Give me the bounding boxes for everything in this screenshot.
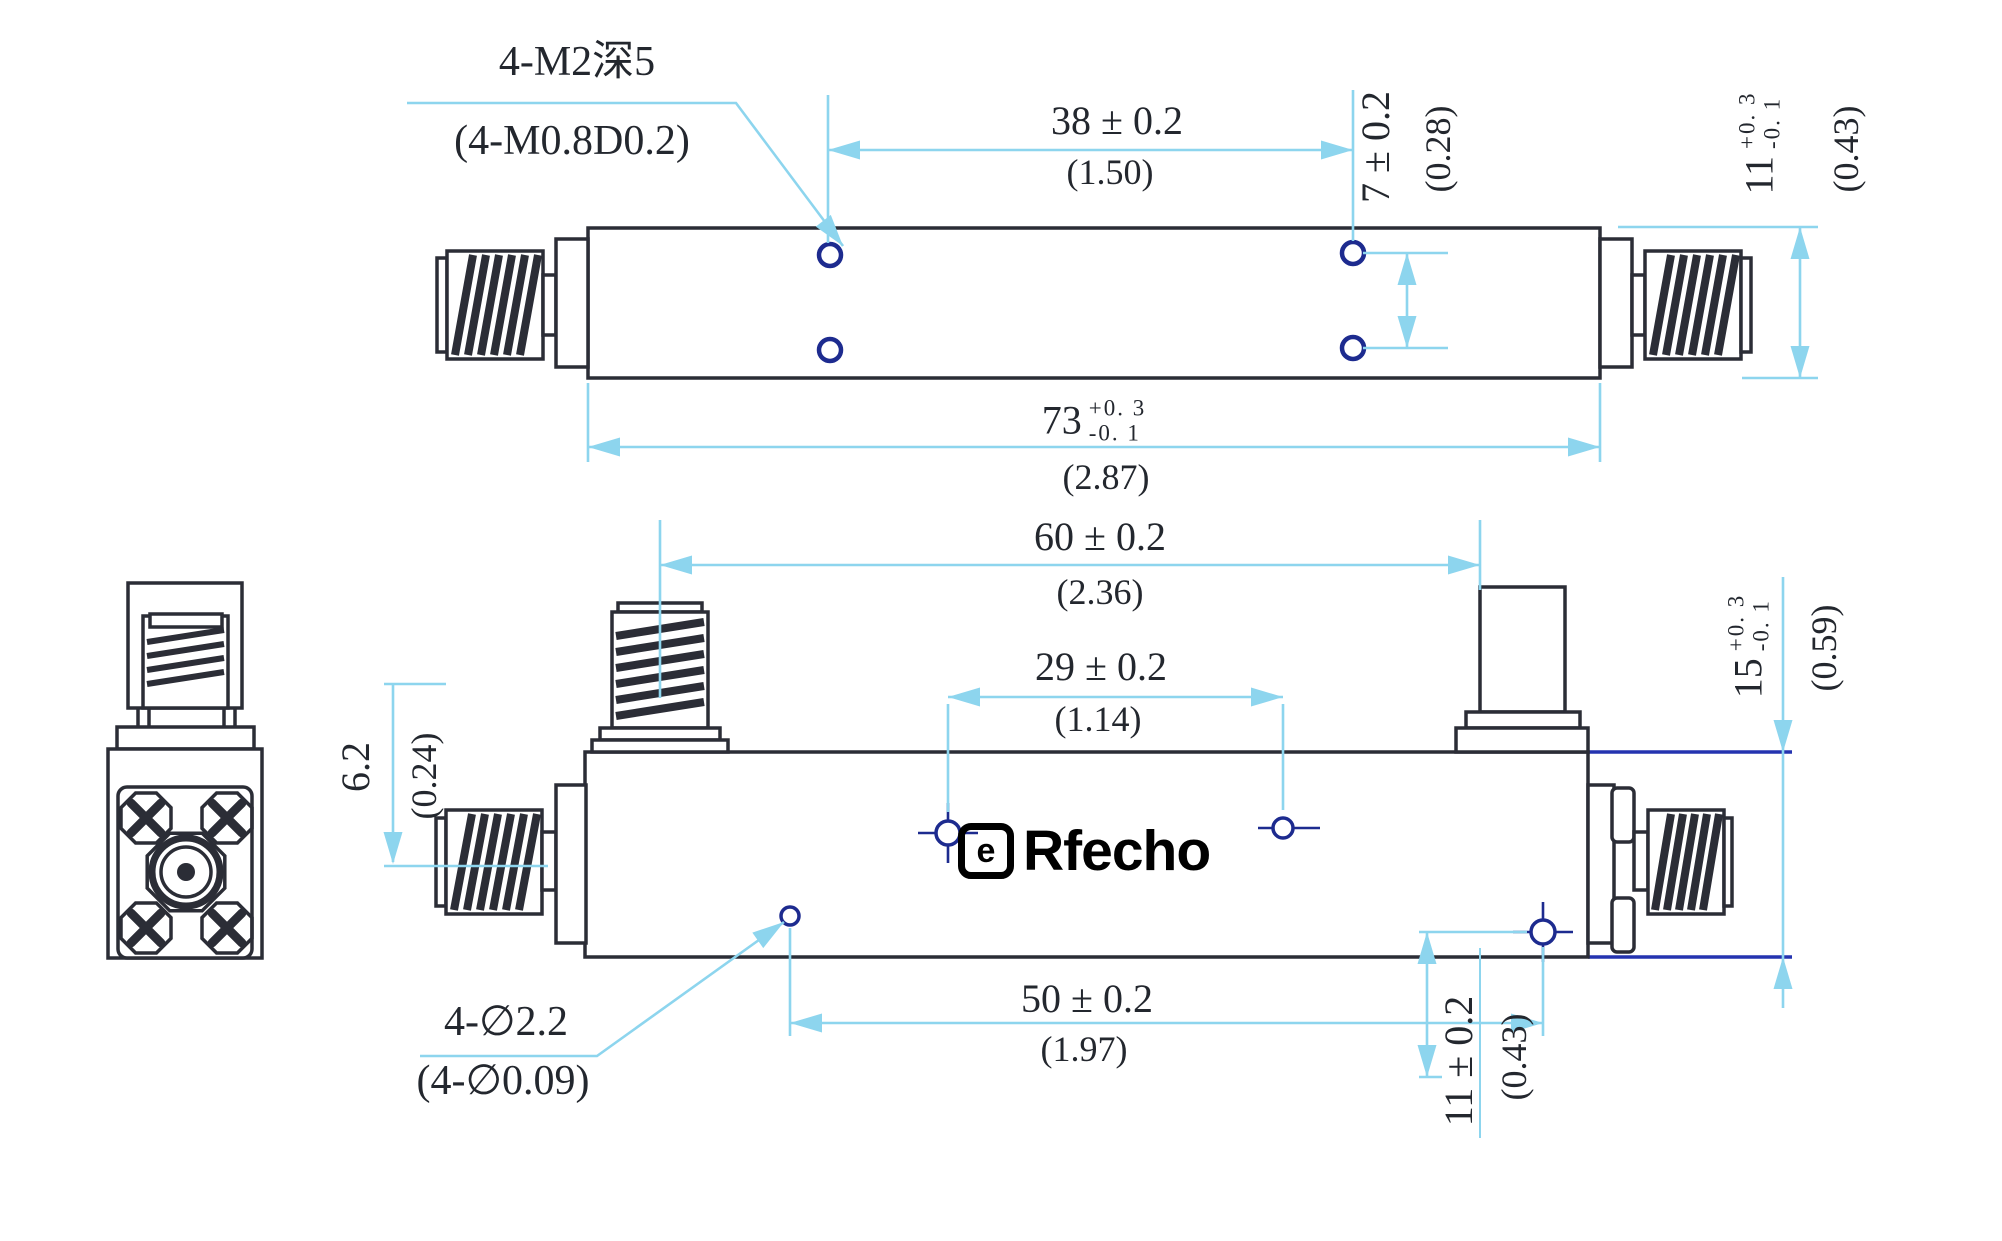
- dim-38-inches: (1.50): [1066, 152, 1154, 192]
- top-view: [435, 226, 1753, 380]
- thread-note-line1: 4-M2深5: [498, 39, 656, 85]
- dim-11-top: 11 +0. 3 -0. 1: [1735, 92, 1786, 195]
- dim-29-value: 29 ± 0.2: [1035, 644, 1167, 689]
- dim-29-inches: (1.14): [1054, 699, 1142, 739]
- front-view-right-connector: [1586, 783, 1734, 954]
- dim-15: 15 +0. 3 -0. 1: [1724, 594, 1775, 698]
- dim-60-inches: (2.36): [1056, 572, 1144, 612]
- dim-15-inches: (0.59): [1804, 604, 1844, 692]
- dim-50-inches: (1.97): [1040, 1029, 1128, 1069]
- dim-38-value: 38 ± 0.2: [1051, 98, 1183, 143]
- dim-73-inches: (2.87): [1062, 457, 1150, 497]
- dim-60-value: 60 ± 0.2: [1034, 514, 1166, 559]
- dimension-lines: [383, 90, 1818, 1138]
- dim-73-tol-plus: +0. 3: [1088, 395, 1147, 421]
- dim-7-value: 7 ± 0.2: [1353, 91, 1398, 203]
- dim-7-inches: (0.28): [1418, 105, 1458, 193]
- rfecho-logo: e Rfecho: [958, 818, 1211, 884]
- front-view-edge-extension-lines: [1588, 750, 1792, 959]
- top-view-tapped-holes: [816, 239, 1367, 364]
- dim-50-value: 50 ± 0.2: [1021, 976, 1153, 1021]
- dim-73-value: 73: [1041, 398, 1082, 443]
- dim-11-bottom-inches: (0.43): [1494, 1013, 1534, 1101]
- dim-73-tol-minus: -0. 1: [1088, 421, 1141, 446]
- top-view-right-connector: [1598, 237, 1753, 369]
- dim-15-tol-minus: -0. 1: [1749, 599, 1774, 652]
- dim-11-top-inches: (0.43): [1826, 105, 1866, 193]
- holes-note-line1: 4-∅2.2: [443, 999, 569, 1045]
- top-view-left-connector: [435, 237, 590, 369]
- dim-11-top-value: 11: [1737, 155, 1782, 195]
- front-view-top-right-connector: [1454, 585, 1590, 754]
- side-view: [106, 581, 264, 960]
- rfecho-logo-icon: e: [958, 823, 1014, 879]
- dim-15-tol-plus: +0. 3: [1723, 593, 1749, 652]
- dim-15-value: 15: [1726, 658, 1771, 699]
- holes-note-line2: (4-∅0.09): [416, 1058, 590, 1104]
- side-view-coax-port: [145, 831, 227, 913]
- front-view: [434, 585, 1792, 962]
- rfecho-logo-text: Rfecho: [1023, 819, 1211, 883]
- thread-note-line2: (4-M0.8D0.2): [454, 118, 690, 164]
- dim-11-bottom-value: 11 ± 0.2: [1436, 995, 1481, 1127]
- front-view-left-connector: [434, 783, 588, 945]
- dim-11-top-tol-minus: -0. 1: [1760, 96, 1785, 149]
- dim-6-2-value: 6.2: [333, 742, 378, 792]
- dim-11-top-tol-plus: +0. 3: [1734, 91, 1760, 149]
- dim-6-2-inches: (0.24): [404, 732, 444, 820]
- dim-73: 73 +0. 3 -0. 1: [1042, 396, 1146, 447]
